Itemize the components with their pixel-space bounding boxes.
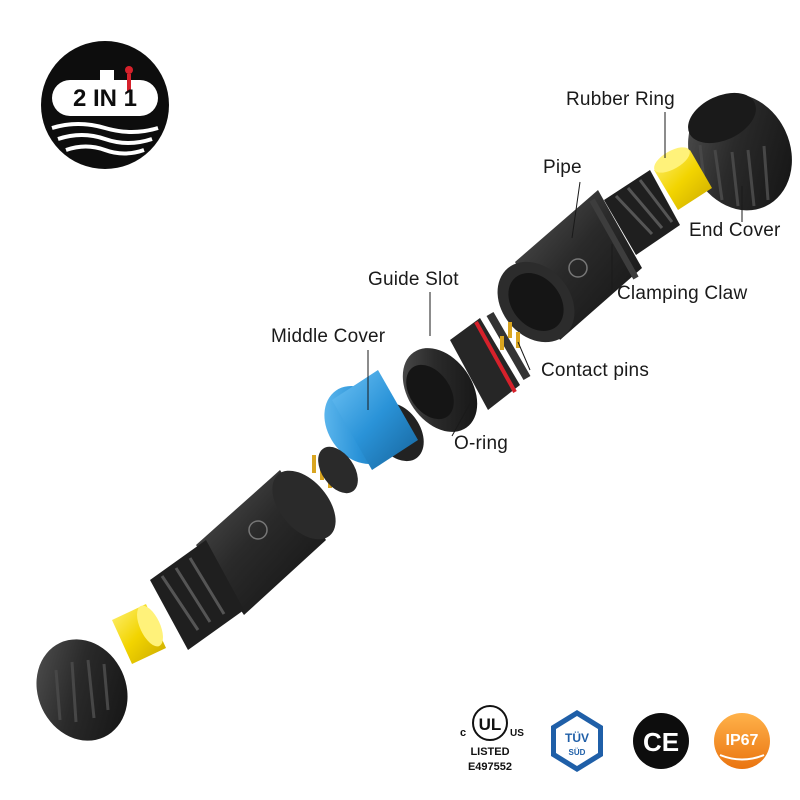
ip67-badge: IP67 [714, 713, 770, 769]
label-rubber-ring: Rubber Ring [566, 89, 675, 110]
pipe-bottom [196, 470, 336, 615]
middle-cover [312, 370, 424, 494]
logo-text: 2 IN 1 [73, 85, 137, 112]
end-cover-top [688, 92, 792, 211]
ul-mark-text: UL [479, 715, 502, 734]
ul-listed-mark: UL c US LISTED E497552 [460, 705, 524, 773]
label-middle-cover: Middle Cover [271, 326, 386, 347]
ul-number-text: E497552 [468, 761, 512, 773]
leader-lines [367, 112, 743, 437]
label-clamping-claw: Clamping Claw [617, 283, 748, 304]
tuv-sub-text: SÜD [569, 748, 586, 757]
rubber-ring-top [654, 147, 712, 210]
ul-listed-text: LISTED [470, 746, 509, 758]
tuv-sud-mark: TÜV SÜD [551, 710, 603, 772]
label-pipe: Pipe [543, 157, 582, 178]
clamping-claw-bottom [150, 540, 244, 650]
ul-c-text: c [460, 727, 466, 739]
pipe-top [497, 190, 642, 343]
brand-logo: 2 IN 1 [41, 41, 169, 169]
clamping-claw-top [604, 170, 680, 255]
ip-text: IP67 [726, 732, 759, 749]
tuv-text: TÜV [565, 730, 589, 745]
label-end-cover: End Cover [689, 220, 781, 241]
ce-mark: CE [633, 713, 689, 769]
ul-us-text: US [510, 728, 524, 739]
ce-text: CE [643, 727, 679, 757]
label-o-ring: O-ring [454, 433, 508, 454]
label-guide-slot: Guide Slot [368, 269, 459, 290]
label-contact-pins: Contact pins [541, 360, 650, 381]
rubber-ring-bottom [112, 604, 166, 664]
end-cover-bottom [36, 639, 128, 741]
receptacle-unit [402, 311, 531, 432]
